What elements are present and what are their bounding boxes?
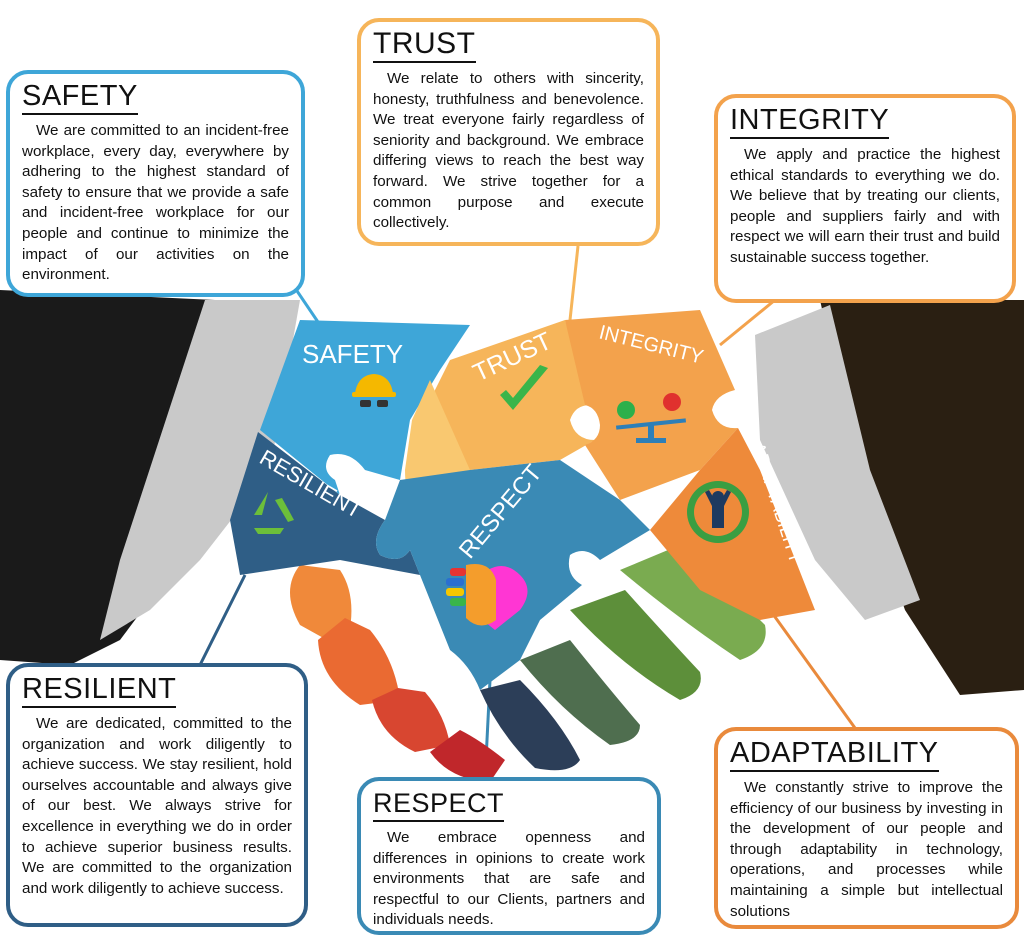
hard-hat-icon <box>352 374 396 407</box>
finger-darkred <box>430 730 505 782</box>
people-growth-icon <box>687 481 749 543</box>
finger-green-1 <box>570 590 701 700</box>
card-respect: RESPECT We embrace openness and differen… <box>357 777 661 935</box>
card-resilient: RESILIENT We are dedicated, committed to… <box>6 663 308 927</box>
card-title-resilient: RESILIENT <box>22 673 177 708</box>
card-adaptability: ADAPTABILITY We constantly strive to imp… <box>714 727 1019 929</box>
finger-navy <box>480 680 580 771</box>
card-body-safety: We are committed to an incident-free wor… <box>22 122 289 284</box>
connector-trust <box>568 245 580 321</box>
connector-adaptability <box>768 609 857 729</box>
card-trust: TRUST We relate to others with sincerity… <box>357 18 660 246</box>
right-sleeve <box>820 300 1024 695</box>
right-cuff <box>755 305 920 620</box>
card-integrity: INTEGRITY We apply and practice the high… <box>714 94 1016 303</box>
card-body-adaptability: We constantly strive to improve the effi… <box>730 779 1003 920</box>
card-title-safety: SAFETY <box>22 80 138 115</box>
card-body-resilient: We are dedicated, committed to the organ… <box>22 715 292 897</box>
finger-red <box>372 688 450 752</box>
finger-green-2 <box>620 545 766 660</box>
piece-safety <box>260 320 470 495</box>
card-title-respect: RESPECT <box>373 787 505 822</box>
connector-safety <box>293 287 320 323</box>
puzzle-label-safety: SAFETY <box>302 339 403 369</box>
card-body-respect: We embrace openness and differences in o… <box>373 829 645 929</box>
piece-resilient <box>230 432 420 575</box>
finger-orange-2 <box>318 618 400 705</box>
recycle-icon <box>254 492 294 534</box>
card-body-trust: We relate to others with sincerity, hone… <box>373 70 644 232</box>
card-title-trust: TRUST <box>373 28 476 63</box>
card-safety: SAFETY We are committed to an incident-f… <box>6 70 305 297</box>
piece-integrity <box>565 310 738 500</box>
card-body-integrity: We apply and practice the highest ethica… <box>730 146 1000 266</box>
card-title-integrity: INTEGRITY <box>730 104 890 139</box>
card-title-adaptability: ADAPTABILITY <box>730 737 939 772</box>
connector-resilient <box>198 574 247 666</box>
checkmark-icon <box>500 365 548 410</box>
scale-balance-icon <box>615 393 687 443</box>
raised-fist-heart-icon <box>446 564 528 630</box>
left-cuff <box>100 300 300 640</box>
finger-teal <box>520 640 640 745</box>
connector-integrity <box>719 298 776 347</box>
